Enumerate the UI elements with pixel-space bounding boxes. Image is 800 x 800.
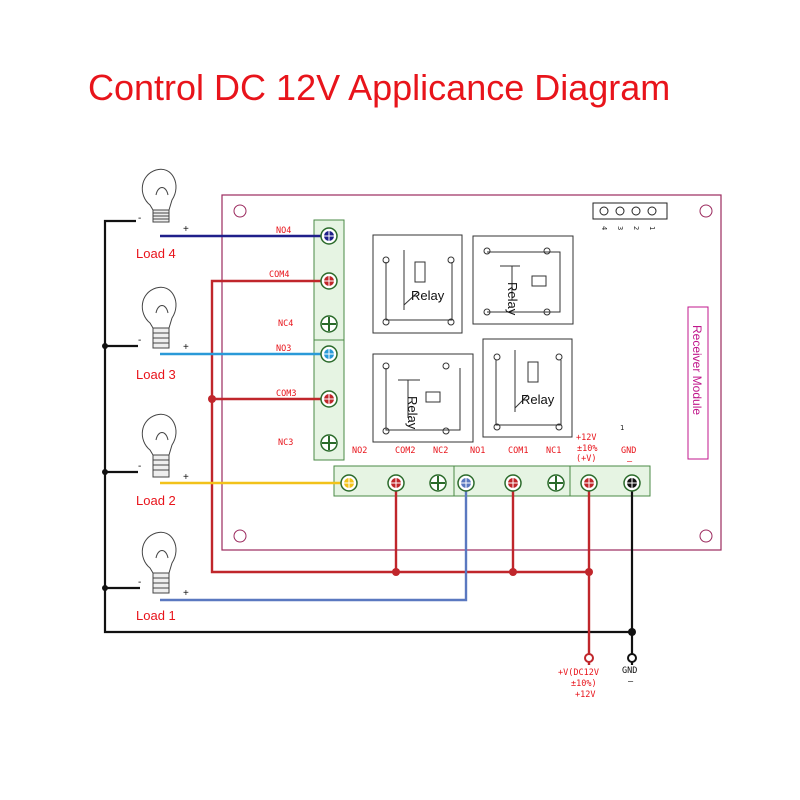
supply-plus-label-3: +12V: [575, 690, 595, 700]
terminal-label-nc2: NC2: [433, 446, 448, 456]
mount-hole-bottom-right: [699, 529, 713, 543]
mount-hole-top-left: [233, 204, 247, 218]
terminal-label-nc1: NC1: [546, 446, 561, 456]
load-2-minus: -: [138, 461, 141, 472]
junction-red-1: [208, 395, 216, 403]
header-pin-2: 2: [632, 226, 640, 230]
screw-com4: [320, 272, 338, 290]
terminal-label-no2: NO2: [352, 446, 367, 456]
header-pin-1: 1: [648, 226, 656, 230]
svg-text:Receiver Module: Receiver Module: [690, 325, 704, 415]
load-2-label: Load 2: [136, 493, 176, 508]
junction-ground-1: [102, 343, 108, 349]
terminal-label-no4: NO4: [276, 226, 291, 236]
screw-com1: [504, 474, 522, 492]
supply-gnd-label: GND: [622, 666, 637, 676]
load-1-label: Load 1: [136, 608, 176, 623]
junction-ground-2: [102, 469, 108, 475]
junction-ground-3: [102, 585, 108, 591]
load-4-plus: +: [183, 224, 189, 235]
pin-header: 4 3 2 1: [592, 202, 668, 230]
load-4-label: Load 4: [136, 246, 176, 261]
junction-red-4: [585, 568, 593, 576]
diagram-title: Control DC 12V Applicance Diagram: [88, 67, 670, 108]
terminal-block-left: [313, 219, 345, 461]
relay-2-label: Relay: [505, 282, 520, 316]
terminal-label-plus12v: +12V: [576, 433, 596, 443]
load-4-minus: -: [138, 213, 141, 224]
terminal-gnd-bar: —: [627, 457, 633, 467]
header-pin-4: 4: [600, 226, 608, 230]
screw-nc4: [320, 315, 338, 333]
terminal-label-com3: COM3: [276, 389, 296, 399]
terminal-block-bottom: [333, 465, 651, 497]
load-3-plus: +: [183, 342, 189, 353]
header-pin-3: 3: [616, 226, 624, 230]
terminal-label-com1: COM1: [508, 446, 528, 456]
receiver-module-label: Receiver Module: [687, 306, 709, 460]
terminal-label-gnd: GND: [621, 446, 636, 456]
relay-3-label: Relay: [405, 396, 420, 430]
screw-power-gnd: [623, 474, 641, 492]
wire-no1: [160, 483, 468, 602]
screw-nc1: [547, 474, 565, 492]
supply-plus-connector: [584, 653, 594, 663]
screw-no4: [320, 227, 338, 245]
relay-3: Relay: [372, 353, 474, 443]
terminal-label-com4: COM4: [269, 270, 289, 280]
terminal-label-nc3: NC3: [278, 438, 293, 448]
junction-red-3: [509, 568, 517, 576]
supply-plus-label-1: +V(DC12V: [558, 668, 599, 678]
terminal-label-no1: NO1: [470, 446, 485, 456]
relay-1: Relay: [372, 234, 463, 334]
mount-hole-top-right: [699, 204, 713, 218]
load-3-minus: -: [138, 335, 141, 346]
terminal-label-nc4: NC4: [278, 319, 293, 329]
load-1-plus: +: [183, 588, 189, 599]
relay-2: Relay: [472, 235, 574, 325]
bulb-load-4: [141, 168, 177, 223]
load-2-plus: +: [183, 472, 189, 483]
relay-4-label: Relay: [521, 392, 555, 407]
terminal-label-plusv: (+V): [576, 454, 596, 464]
bulb-load-3: [141, 286, 177, 349]
screw-no1: [457, 474, 475, 492]
screw-power-plus: [580, 474, 598, 492]
supply-plus-label-2: ±10%): [571, 679, 597, 689]
wire-red-com: [210, 279, 591, 665]
screw-com2: [387, 474, 405, 492]
junction-red-2: [392, 568, 400, 576]
small-mark: 1: [620, 424, 624, 432]
terminal-label-no3: NO3: [276, 344, 291, 354]
relay-4: Relay: [482, 338, 573, 438]
terminal-label-com2: COM2: [395, 446, 415, 456]
screw-no2: [340, 474, 358, 492]
junction-ground-4: [628, 628, 636, 636]
screw-no3: [320, 345, 338, 363]
bulb-load-1: [141, 531, 177, 594]
screw-nc2: [429, 474, 447, 492]
mount-hole-bottom-left: [233, 529, 247, 543]
load-3-label: Load 3: [136, 367, 176, 382]
load-1-minus: -: [138, 577, 141, 588]
terminal-label-tolerance: ±10%: [577, 444, 597, 454]
supply-gnd-connector: [627, 653, 637, 663]
relay-1-label: Relay: [411, 288, 445, 303]
supply-gnd-bar: —: [628, 677, 634, 687]
bulb-load-2: [141, 413, 177, 478]
screw-nc3: [320, 434, 338, 452]
screw-com3: [320, 390, 338, 408]
